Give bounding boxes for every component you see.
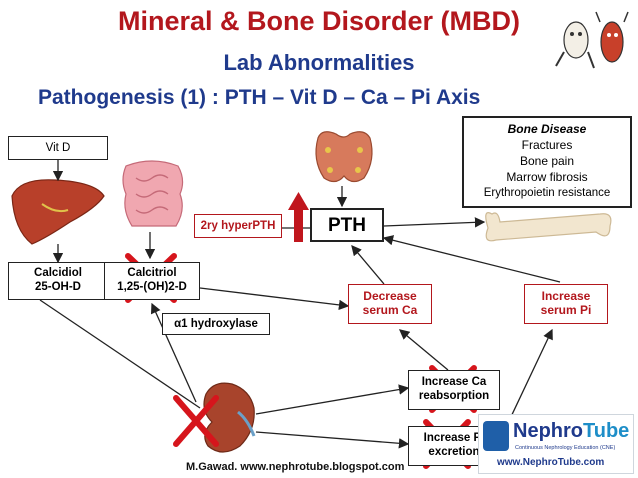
vitd-label: Vit D — [45, 142, 71, 154]
pth-label: PTH — [328, 215, 366, 236]
arrow-pth-bone — [383, 217, 486, 228]
calcidiol-box: Calcidiol 25-OH-D — [8, 262, 108, 300]
decrease-ca-label-2: serum Ca — [362, 303, 418, 317]
logo-url[interactable]: www.NephroTube.com — [497, 457, 605, 468]
pth-box: PTH — [310, 208, 384, 242]
calcidiol-formula: 25-OH-D — [34, 281, 81, 293]
arrow-increase-pi-pth — [382, 235, 561, 283]
decrease-ca-label-1: Decrease — [363, 289, 417, 303]
increase-pi-label-2: serum Pi — [540, 303, 592, 317]
logo-wordmark: NephroTube — [513, 420, 629, 443]
cross-kidney-icon — [173, 395, 219, 447]
ca-reabsorption-label-2: reabsorption — [418, 390, 490, 402]
logo-text-1: Nephro — [513, 420, 583, 442]
pathogenesis-title: Pathogenesis (1) : PTH – Vit D – Ca – Pi… — [38, 86, 481, 109]
subtitle: Lab Abnormalities — [223, 50, 415, 75]
vitd-box: Vit D — [8, 136, 108, 160]
up-arrow-icon — [288, 192, 309, 242]
increase-pi-box: Increase serum Pi — [524, 284, 608, 324]
calcitriol-formula: 1,25-(OH)2-D — [117, 281, 187, 293]
ca-reabsorption-box: Increase Ca reabsorption — [408, 370, 500, 410]
bone-disease-item: Fractures — [521, 138, 573, 152]
hyperpth-box: 2ry hyperPTH — [194, 214, 282, 238]
hyperpth-label: 2ry hyperPTH — [200, 220, 276, 232]
bone-disease-item: Marrow fibrosis — [506, 170, 588, 184]
logo-tagline: Continuous Nephrology Education (CNE) — [515, 445, 616, 451]
calcidiol-label: Calcidiol — [34, 267, 82, 279]
arrow-decrease-ca-pth — [351, 245, 385, 285]
bone-disease-item: Bone pain — [519, 154, 575, 168]
arrow-kidney-calcitriol — [150, 302, 197, 403]
calcitriol-label: Calcitriol — [127, 267, 177, 279]
intestine-icon — [122, 160, 184, 227]
arrow-kidney-pi-excretion — [255, 431, 410, 449]
nephrotube-logo[interactable]: NephroTube Continuous Nephrology Educati… — [478, 414, 634, 474]
decrease-ca-box: Decrease serum Ca — [348, 284, 432, 324]
logo-text-2: Tube — [583, 420, 630, 442]
increase-pi-label-1: Increase — [541, 289, 591, 303]
main-title: Mineral & Bone Disorder (MBD) — [117, 6, 521, 36]
pi-excretion-label-1: Increase Pi — [423, 432, 485, 444]
ca-reabsorption-label-1: Increase Ca — [421, 376, 487, 388]
bone-disease-item: Erythropoietin resistance — [483, 187, 611, 199]
hydroxylase-label: α1 hydroxylase — [174, 318, 258, 330]
arrow-ca-reabsorption-decrease-ca — [399, 329, 449, 371]
credit-text: M.Gawad. www.nephrotube.blogspot.com — [186, 461, 405, 473]
liver-icon — [11, 179, 105, 245]
pi-excretion-label-2: excretion — [428, 446, 480, 458]
arrow-kidney-ca-reabsorption — [255, 384, 410, 415]
arrow-calcitriol-decrease-ca — [199, 287, 350, 311]
bone-disease-panel: Bone Disease Fractures Bone pain Marrow … — [462, 116, 632, 208]
logo-mark-icon — [483, 421, 509, 451]
hydroxylase-box: α1 hydroxylase — [162, 313, 270, 335]
line-calcidiol-kidney — [39, 299, 201, 409]
cartoon-figure — [555, 11, 629, 69]
bone-disease-heading: Bone Disease — [507, 122, 587, 136]
thyroid-icon — [315, 131, 373, 183]
calcitriol-box: Calcitriol 1,25-(OH)2-D — [104, 262, 200, 300]
bone-icon — [485, 212, 612, 242]
